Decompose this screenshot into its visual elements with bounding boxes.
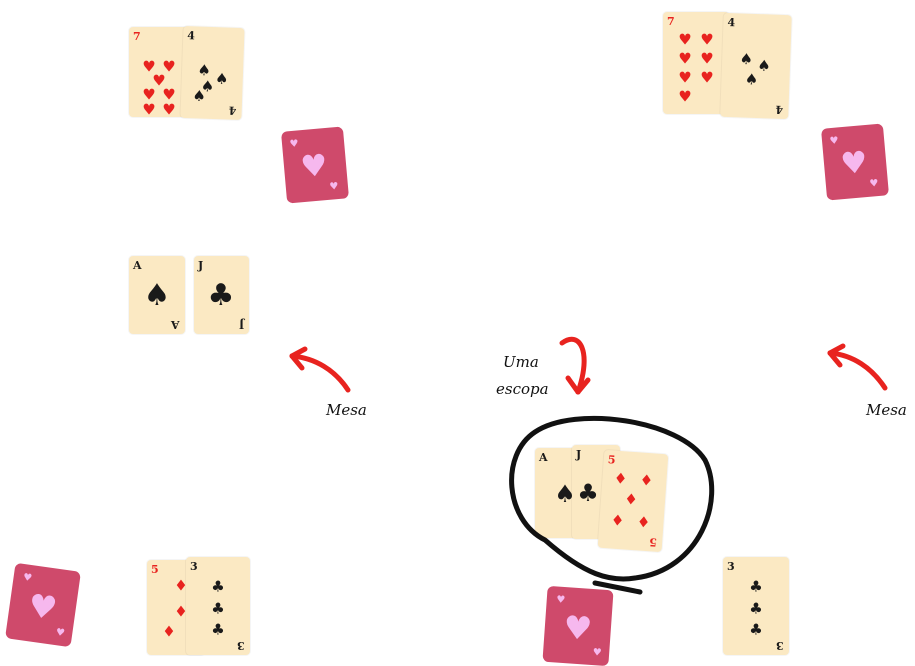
arrow-icon — [289, 346, 351, 393]
highlight-circle — [509, 415, 715, 595]
card-ace-spades[interactable]: A ♠ A — [129, 256, 185, 334]
mesa-label-right: Mesa — [866, 401, 907, 419]
escopa-label-line1: Uma — [503, 353, 539, 371]
card-rank: 5 — [151, 563, 159, 576]
diamonds-pips: ♦ ♦ ♦ — [162, 576, 188, 641]
card-rank: J — [576, 448, 582, 461]
hearts-pips: ♥ ♥ ♥ ♥ ♥ ♥ ♥ — [678, 30, 714, 106]
card-three-clubs[interactable]: 3 ♣ ♣ ♣ 3 — [186, 557, 250, 655]
arrow-icon — [827, 343, 888, 391]
card-jack-clubs[interactable]: J ♣ J — [194, 256, 249, 334]
clubs-pips: ♣ ♣ ♣ — [211, 577, 225, 639]
card-rank: 3 — [727, 560, 735, 573]
spade-icon: ♠ — [554, 480, 576, 508]
club-icon: ♣ — [577, 479, 599, 507]
arrow-icon — [559, 336, 591, 395]
card-three-clubs[interactable]: 3 ♣ ♣ ♣ 3 — [723, 557, 789, 655]
card-rank: 7 — [133, 30, 141, 43]
card-rank: A — [539, 451, 548, 464]
card-seven-hearts[interactable]: 7 ♥ ♥ ♥ ♥ ♥ ♥ ♥ — [663, 12, 729, 114]
spade-icon: ♠ — [143, 278, 171, 313]
card-rank: A — [133, 259, 142, 272]
mesa-label-left: Mesa — [326, 401, 367, 419]
card-seven-hearts[interactable]: 7 ♥ ♥ ♥ ♥ ♥ ♥ ♥ — [129, 27, 191, 117]
card-rank: 3 — [190, 560, 198, 573]
clubs-pips: ♣ ♣ ♣ — [749, 577, 763, 639]
club-icon: ♣ — [207, 278, 235, 313]
escopa-label-line2: escopa — [496, 380, 549, 398]
card-rank: J — [198, 259, 204, 272]
hearts-pips: ♥ ♥ ♥ ♥ ♥ ♥ ♥ — [142, 57, 176, 119]
card-rank: 7 — [667, 15, 675, 28]
